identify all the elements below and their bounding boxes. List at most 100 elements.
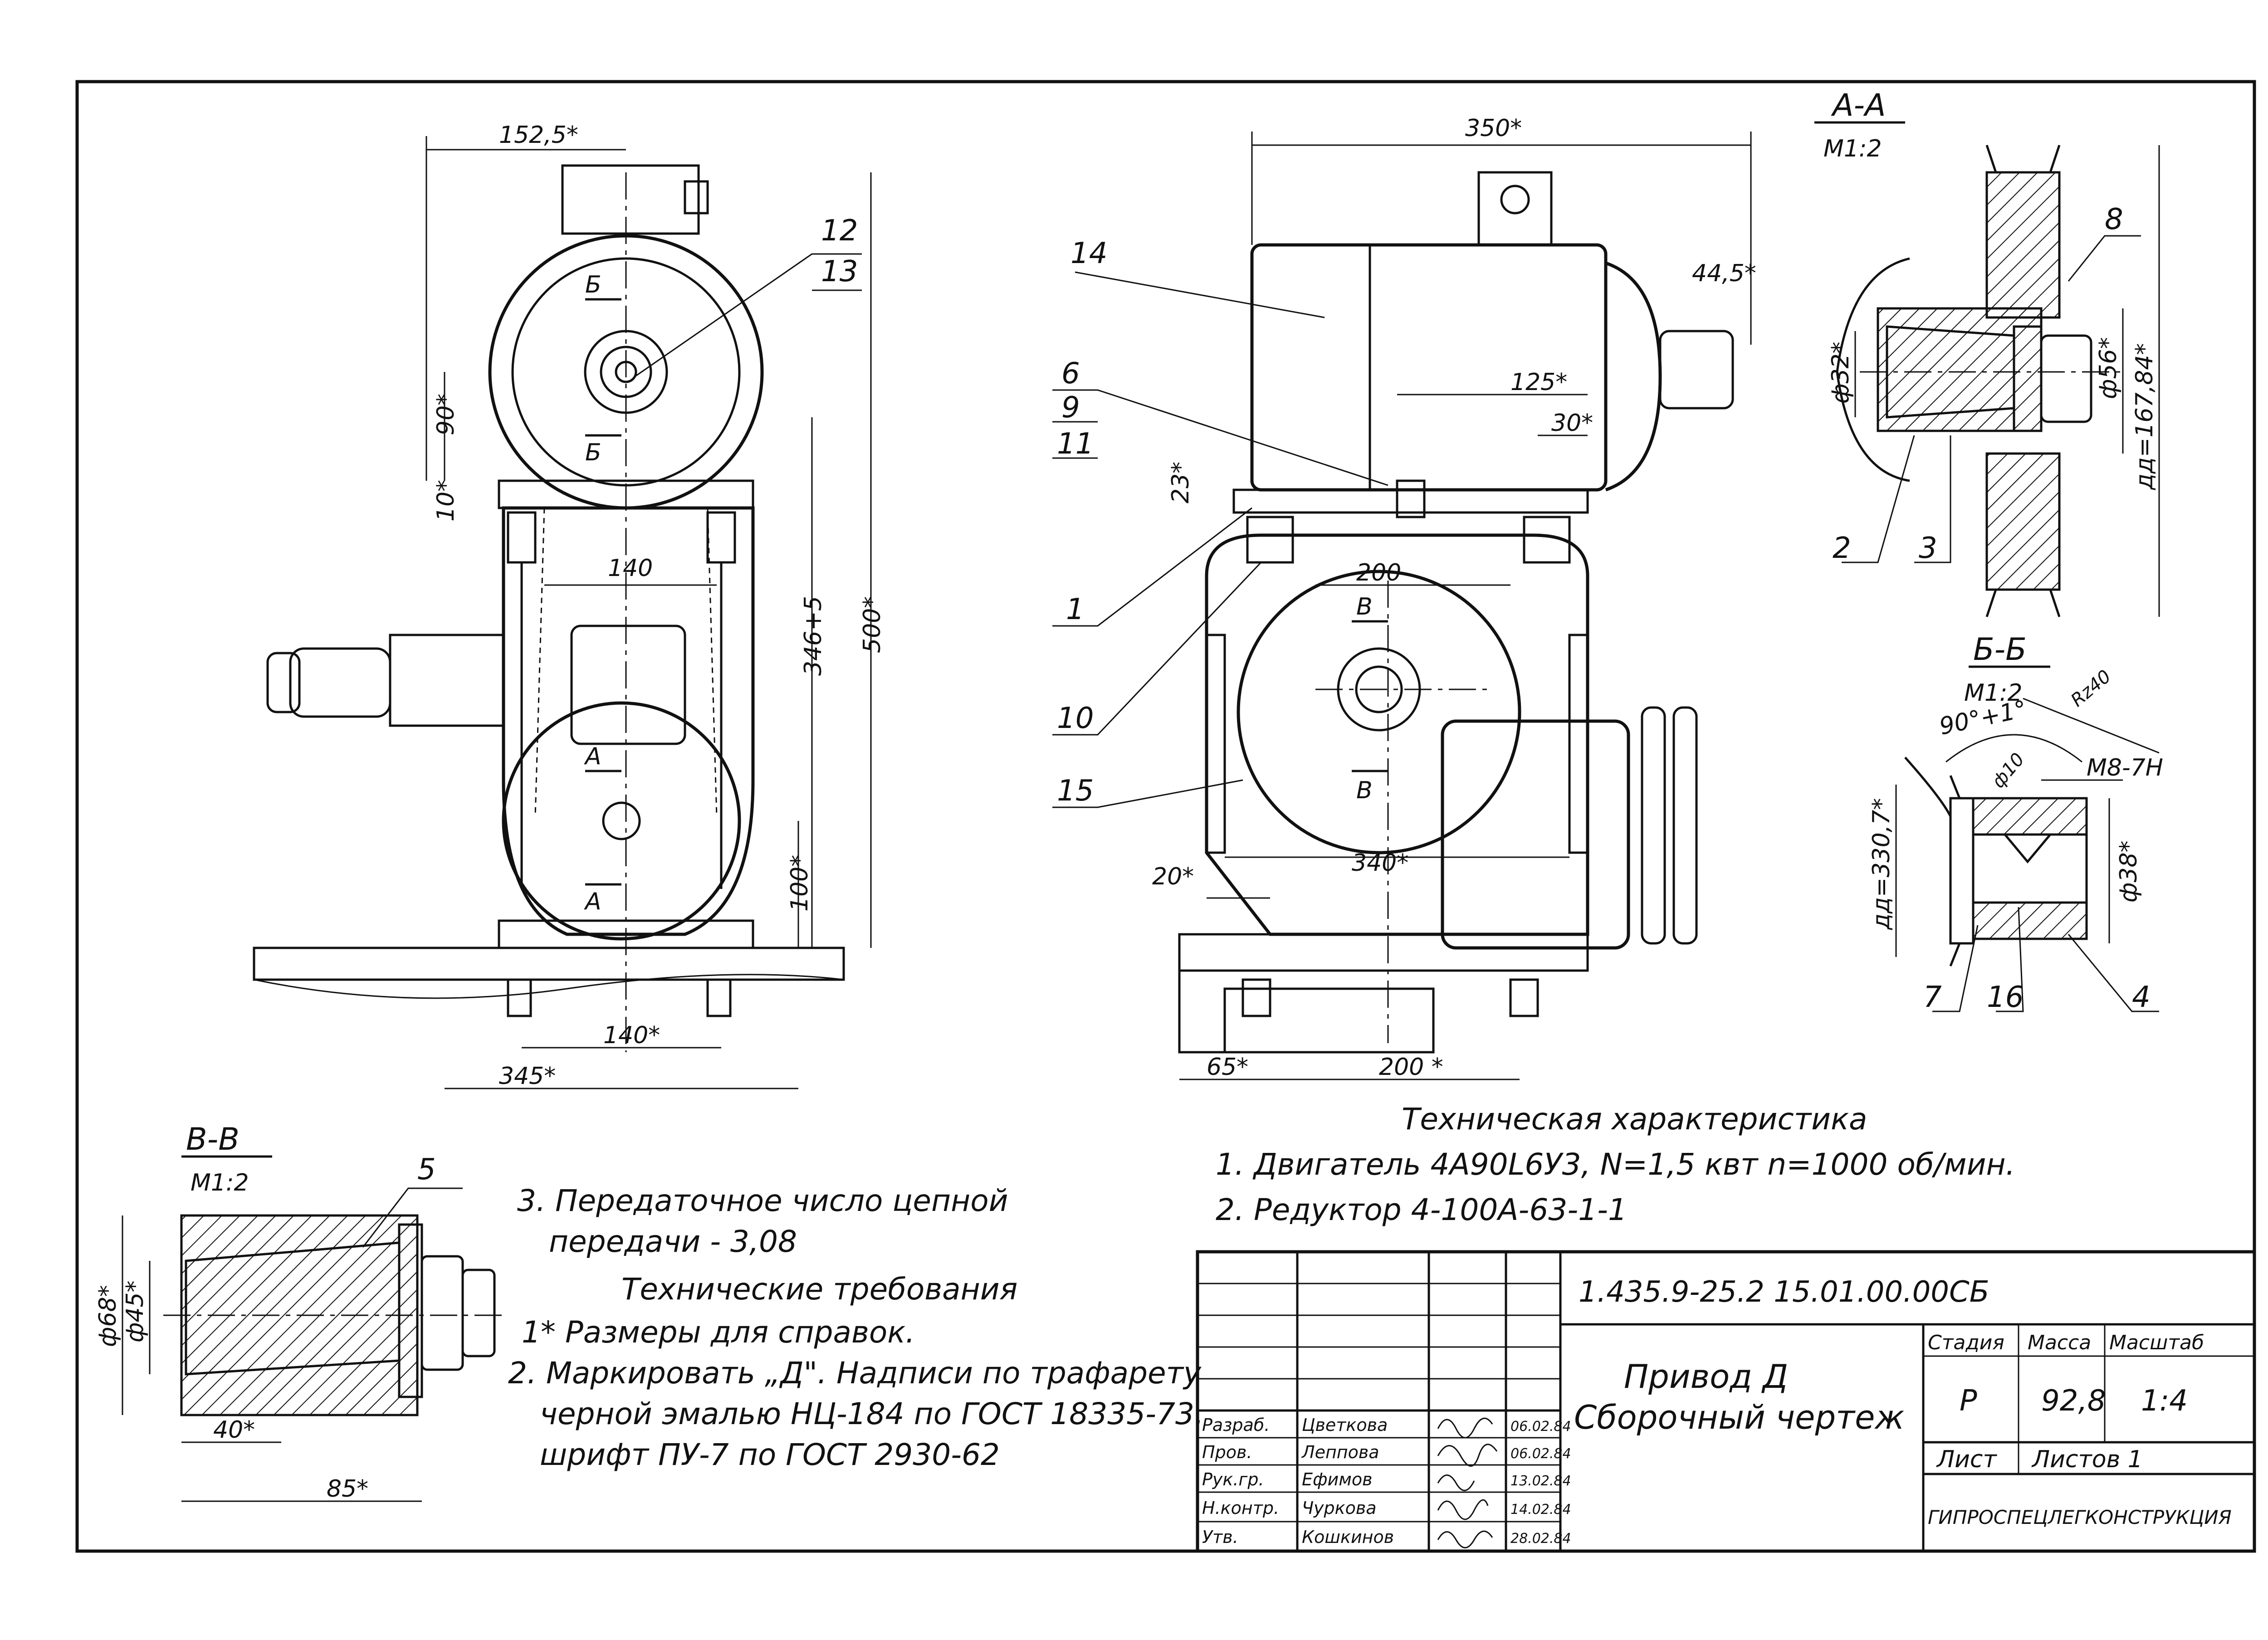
label-9: 9 (1061, 391, 1080, 425)
front-view-dims: 152,5* 90* 10* 140 346+5 500* 100* 345* … (432, 122, 886, 1090)
label-1: 1 (1066, 593, 1085, 626)
dim-200-upper: 200 (1356, 559, 1401, 586)
side-view (1052, 132, 1752, 1080)
signatures (1437, 1417, 1498, 1548)
section-vv (122, 1155, 508, 1502)
section-mark-a2: А (584, 888, 601, 915)
label-4: 4 (2132, 981, 2151, 1014)
dim-125: 125* (1510, 369, 1567, 396)
section-mark-b2: Б (585, 439, 601, 466)
dim-d10: ф10 (1988, 749, 2028, 792)
dim-140-upper: 140 (608, 555, 653, 582)
dim-30: 30* (1551, 410, 1593, 437)
header-scale: Масштаб (2109, 1331, 2204, 1354)
signer-name: Леппова (1301, 1442, 1379, 1462)
signer-name: Цветкова (1302, 1415, 1388, 1435)
section-mark-v2: В (1356, 777, 1373, 804)
section-mark-b1: Б (585, 271, 601, 298)
sheet-border (75, 80, 2256, 1553)
label-6: 6 (1061, 357, 1080, 390)
dim-rz40: Rz40 (2067, 666, 2115, 711)
requirements-title: Технические требования (621, 1272, 1017, 1307)
dim-140-lower: 140* (603, 1022, 660, 1049)
signer-name: Кошкинов (1302, 1527, 1394, 1547)
section-vv-title: В-В (186, 1122, 240, 1157)
tech-spec-title: Техническая характеристика (1402, 1102, 1867, 1137)
dim-350: 350* (1465, 115, 1522, 142)
signer-date: 06.02.84 (1510, 1446, 1571, 1462)
dim-340: 340* (1352, 849, 1408, 877)
section-vv-scale: М1:2 (191, 1169, 249, 1196)
label-15: 15 (1057, 774, 1094, 808)
label-8: 8 (2105, 203, 2123, 236)
value-stage: Р (1960, 1384, 1977, 1418)
section-aa (1814, 121, 2160, 617)
section-bb-title: Б-Б (1973, 632, 2027, 668)
signer-name: Чуркова (1302, 1498, 1377, 1518)
signer-date: 14.02.84 (1510, 1502, 1571, 1518)
dim-d56: ф56* (2095, 337, 2122, 399)
dim-345: 345* (499, 1063, 556, 1090)
dim-20: 20* (1152, 863, 1194, 890)
note-gear-ratio-2: передачи - 3,08 (549, 1224, 797, 1259)
section-bb-text: Б-Б М1:2 90°+1° Rz40 ф10 М8-7Н дд=330,7*… (1868, 632, 2163, 1014)
section-vv-text: В-В М1:2 ф68* ф45* 40* 85* 5 (94, 1122, 436, 1503)
sheets-label: Листов 1 (2031, 1446, 2143, 1473)
tech-spec-line-2: 2. Редуктор 4-100А-63-1-1 (1216, 1192, 1627, 1227)
dim-65: 65* (1207, 1054, 1248, 1081)
dim-23: 23* (1167, 462, 1194, 503)
label-11: 11 (1057, 427, 1094, 461)
section-bb (1895, 665, 2160, 1012)
signer-role: Пров. (1202, 1442, 1252, 1462)
drawing-name-2: Сборочный чертеж (1574, 1398, 1904, 1436)
signer-name: Ефимов (1302, 1469, 1373, 1489)
drawing-name-1: Привод Д (1624, 1357, 1788, 1396)
dim-346: 346+5 (800, 596, 827, 676)
sheet-label: Лист (1936, 1446, 1997, 1473)
dim-d38: ф38* (2115, 840, 2142, 903)
section-aa-text: А-А М1:2 ф32* ф56* дд=167,84* 8 2 3 (1823, 88, 2158, 565)
front-view (253, 136, 872, 1089)
dim-100: 100* (786, 855, 813, 912)
dim-500: 500* (859, 596, 886, 653)
signer-role: Утв. (1202, 1527, 1238, 1547)
value-mass: 92,8 (2041, 1384, 2106, 1418)
note-gear-ratio-1: 3. Передаточное число цепной (517, 1183, 1008, 1218)
header-mass: Масса (2028, 1331, 2091, 1354)
dim-d68: ф68* (94, 1285, 122, 1347)
label-14: 14 (1070, 237, 1107, 270)
label-7: 7 (1923, 981, 1942, 1014)
organization: ГИПРОСПЕЦЛЕГКОНСТРУКЦИЯ (1928, 1506, 2232, 1528)
label-5: 5 (417, 1153, 436, 1186)
dim-200-lower: 200 * (1379, 1054, 1443, 1081)
label-12: 12 (821, 214, 858, 248)
notes: 3. Передаточное число цепной передачи - … (508, 1183, 1204, 1472)
section-mark-v1: В (1356, 593, 1373, 620)
title-block-text: 1.435.9-25.2 15.01.00.00СБ Привод Д Сбор… (1202, 1275, 2232, 1548)
value-scale: 1:4 (2141, 1384, 2188, 1418)
tech-spec-line-1: 1. Двигатель 4А90L6У3, N=1,5 квт n=1000 … (1216, 1147, 2015, 1182)
dim-dd-167: дд=167,84* (2131, 343, 2158, 490)
dim-d32: ф32* (1827, 342, 1854, 404)
signer-date: 28.02.84 (1510, 1531, 1571, 1547)
dim-152-5: 152,5* (499, 122, 578, 149)
title-block (1196, 1250, 2256, 1553)
label-13: 13 (821, 255, 858, 288)
signers: Разраб. Цветкова 06.02.84 Пров. Леппова … (1202, 1415, 1571, 1547)
dim-90: 90* (432, 394, 459, 435)
label-2: 2 (1833, 532, 1851, 565)
side-view-dims: 350* 44,5* 125* 30* 23* 200 340* 20* 65*… (1057, 115, 1756, 1081)
dim-44-5: 44,5* (1692, 260, 1756, 287)
label-3: 3 (1919, 532, 1937, 565)
label-16: 16 (1987, 981, 2024, 1014)
dim-10: 10* (432, 480, 459, 522)
requirement-4: шрифт ПУ-7 по ГОСТ 2930-62 (540, 1437, 1000, 1472)
doc-number: 1.435.9-25.2 15.01.00.00СБ (1579, 1275, 1989, 1309)
label-10: 10 (1057, 702, 1094, 735)
section-aa-title: А-А (1831, 88, 1886, 123)
signer-role: Рук.гр. (1202, 1469, 1264, 1489)
dim-dd-330: дд=330,7* (1868, 798, 1895, 930)
signer-role: Н.контр. (1202, 1498, 1279, 1518)
